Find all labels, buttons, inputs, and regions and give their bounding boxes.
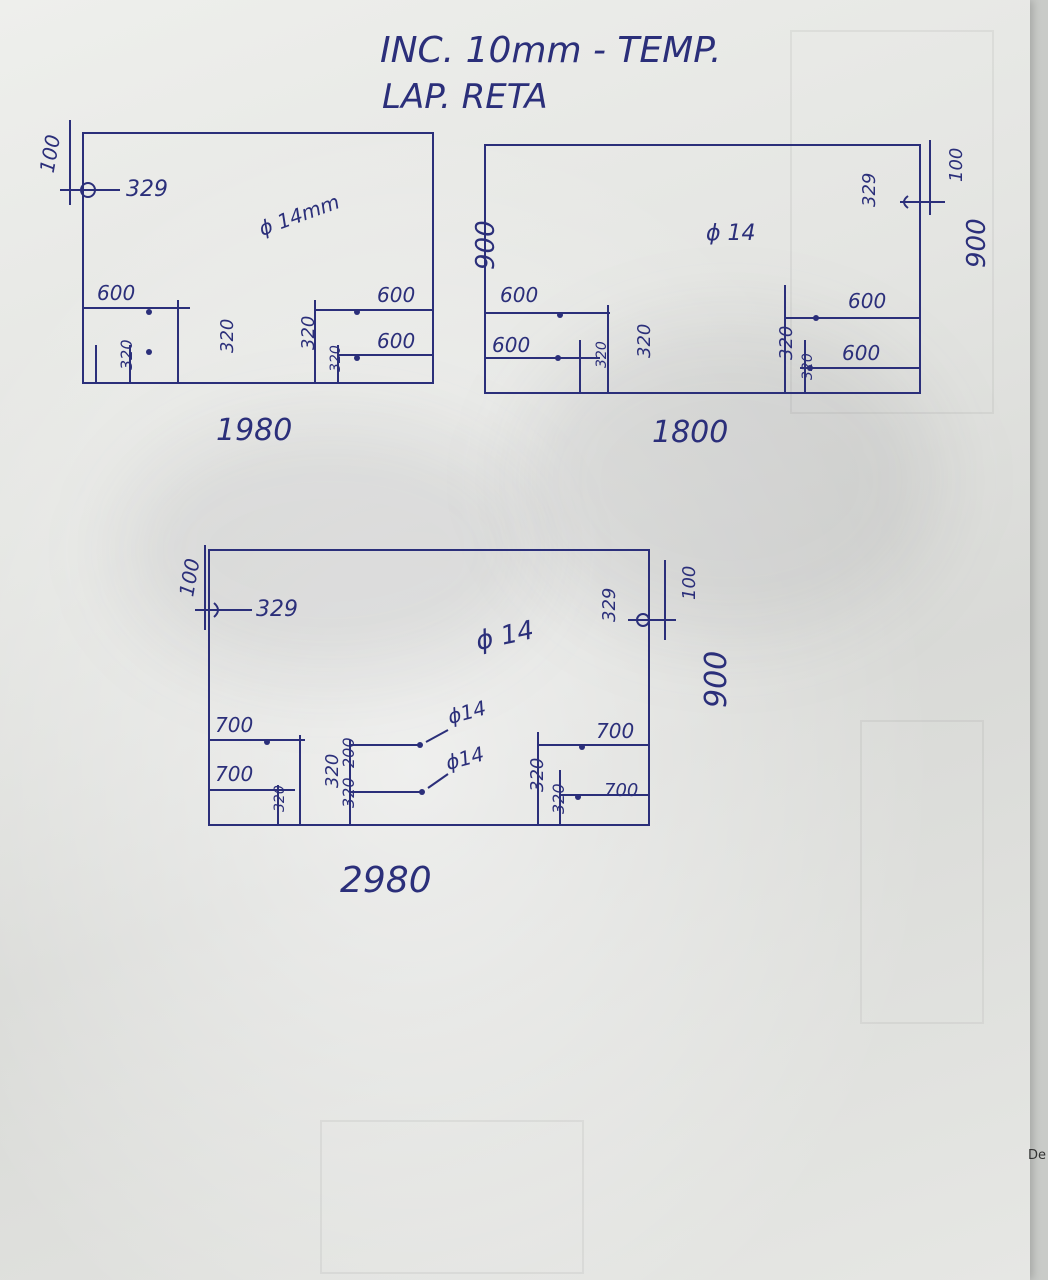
piece-2-hole-distance: 329: [859, 173, 880, 207]
piece-2-dim-h: 320: [800, 353, 816, 380]
piece-3-width: 2980: [340, 860, 432, 901]
piece-2-hole-mark: [555, 355, 561, 361]
piece-3-dim-a: 700: [215, 713, 253, 737]
piece-1-dim-c: 320: [117, 339, 136, 370]
piece-2-dim-c: 320: [594, 341, 610, 368]
piece-1-diameter: ϕ 14mm: [256, 189, 343, 240]
piece-3-hole-mark: [579, 744, 585, 750]
piece-3-leader: [425, 729, 449, 743]
piece-3-dim-c: 320: [272, 785, 288, 812]
piece-1-dim-g: 320: [328, 345, 344, 372]
piece-1-drawing: 100 329 ϕ 14mm 900 1980 600 320 320 600 …: [35, 120, 501, 448]
piece-3-diameter: ϕ 14: [473, 615, 536, 657]
piece-2-drawing: 100 329 ϕ 14 900 1800 600 600 320 320 60…: [484, 140, 992, 450]
piece-1-hole-mark: [354, 355, 360, 361]
piece-1-hole-mark: [354, 309, 360, 315]
piece-2-diameter: ϕ 14: [706, 221, 756, 246]
piece-3-dim-f: 200: [339, 737, 358, 768]
piece-3-dim-e: 320: [339, 777, 358, 808]
piece-1-dim-a: 600: [97, 281, 135, 305]
piece-1-width: 1980: [216, 413, 292, 448]
piece-2-top-offset: 100: [946, 148, 967, 182]
piece-3-top-offset-right: 100: [679, 566, 700, 600]
piece-3-dim-d: 320: [322, 754, 343, 788]
header-line-2: LAP. RETA: [382, 77, 548, 117]
piece-2-dim-f: 600: [842, 341, 880, 365]
piece-3-dim-l: 320: [549, 783, 568, 814]
piece-1-top-offset: 100: [35, 133, 65, 175]
show-through-lines: [790, 30, 994, 414]
piece-3-dim-j: 700: [604, 780, 638, 801]
piece-2-hole-mark: [807, 365, 813, 371]
piece-3-hole-mark: [575, 794, 581, 800]
piece-2-width: 1800: [652, 415, 728, 450]
piece-2-dim-d: 320: [634, 324, 655, 358]
piece-3-hole-right: [636, 613, 650, 627]
piece-3-hole-distance-left: 329: [256, 597, 298, 622]
piece-3-hole-distance-right: 329: [599, 588, 620, 622]
piece-3-hole-mark: [264, 739, 270, 745]
piece-1-hole-mark: [146, 309, 152, 315]
show-through-lines: [860, 720, 984, 1024]
piece-1-hole-mark: [146, 349, 152, 355]
piece-2-hole-mark: [813, 315, 819, 321]
piece-1-dim-e: 600: [377, 329, 415, 353]
piece-3-hole-mark: [417, 742, 423, 748]
piece-3-top-offset-left: 100: [174, 557, 204, 599]
piece-3-dim-g: ϕ14: [445, 696, 489, 729]
piece-2-dim-a: 600: [500, 283, 538, 307]
shadow-overlay: [520, 320, 940, 640]
piece-3-leader: [427, 773, 449, 789]
piece-3-dim-h: ϕ14: [443, 742, 487, 775]
piece-2-hole: [903, 195, 909, 209]
piece-2-dim-e: 600: [848, 289, 886, 313]
piece-1-dim-b: 320: [217, 319, 238, 353]
piece-3-drawing: 100 329 100 329 ϕ 14 900 2980 700 700 32…: [174, 545, 734, 901]
piece-2-hole-mark: [557, 312, 563, 318]
piece-2-outline: [484, 144, 921, 394]
header-line-1: INC. 10mm - TEMP.: [380, 30, 721, 71]
edge-text: De: [1027, 1148, 1046, 1163]
piece-3-dim-b: 700: [215, 762, 253, 786]
piece-1-hole-distance: 329: [126, 177, 168, 202]
piece-2-dim-g: 320: [776, 326, 797, 360]
piece-1-outline: [82, 132, 434, 384]
piece-3-height: 900: [699, 651, 734, 708]
piece-3-outline: [208, 549, 650, 826]
piece-2-dim-b: 600: [492, 333, 530, 357]
show-through-lines: [320, 1120, 584, 1274]
piece-3-hole-mark: [419, 789, 425, 795]
piece-2-height: 900: [962, 218, 992, 268]
piece-1-hole: [80, 182, 96, 198]
piece-3-dim-i: 700: [596, 719, 634, 743]
piece-3-hole-left: [213, 602, 219, 618]
piece-1-dim-d: 600: [377, 283, 415, 307]
piece-1-dim-f: 320: [298, 316, 319, 350]
piece-3-dim-k: 320: [527, 758, 548, 792]
